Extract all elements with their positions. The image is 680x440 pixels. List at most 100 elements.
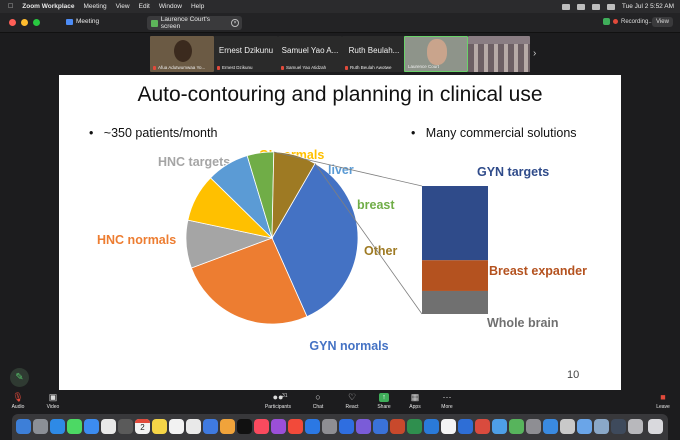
pie-label-hnc-targets: HNC targets xyxy=(158,155,230,169)
view-button[interactable]: View xyxy=(652,17,673,27)
notes-icon[interactable] xyxy=(152,419,167,434)
gallery-next-icon[interactable]: › xyxy=(533,48,537,59)
participant-tile-1[interactable]: Afua Adutwumwaa Yo... xyxy=(150,36,214,72)
powerpoint-icon[interactable] xyxy=(390,419,405,434)
excel-icon[interactable] xyxy=(407,419,422,434)
zoom-status-icon[interactable] xyxy=(561,3,570,10)
podcasts-icon[interactable] xyxy=(271,419,286,434)
close-window-button[interactable] xyxy=(9,19,16,26)
pie-label-gyn-normals: GYN normals xyxy=(309,339,388,353)
bar-segment-whole-brain xyxy=(422,290,488,314)
keynote-icon[interactable] xyxy=(203,419,218,434)
desktop-stack-icon[interactable] xyxy=(611,419,626,434)
screen-share-icon xyxy=(151,19,158,27)
participant-tile-6[interactable] xyxy=(468,36,530,72)
leave-button[interactable]: ■Leave xyxy=(645,393,680,411)
apple-icon[interactable]:  xyxy=(8,3,13,10)
screen-share-pill[interactable]: Laurence Court's screen × xyxy=(147,16,242,30)
safari-icon[interactable] xyxy=(50,419,65,434)
recording-dot-icon xyxy=(613,19,618,24)
chat-button[interactable]: ○Chat xyxy=(300,393,336,411)
menu-window[interactable]: Window xyxy=(153,3,182,10)
freeform-icon[interactable] xyxy=(186,419,201,434)
mail-icon[interactable] xyxy=(84,419,99,434)
connector-line-bottom xyxy=(314,163,423,315)
battery-icon[interactable] xyxy=(576,3,585,10)
participant-photo xyxy=(427,39,447,65)
pie-label-liver: liver xyxy=(328,163,354,177)
participant-name: Ruth Beulah Awotwe xyxy=(345,65,391,70)
app-icon[interactable] xyxy=(560,419,575,434)
launchpad-icon[interactable] xyxy=(33,419,48,434)
pie-label-breast: breast xyxy=(357,198,395,212)
share-button[interactable]: ↑Share xyxy=(377,393,391,410)
zoom-window-button[interactable] xyxy=(33,19,40,26)
muted-mic-icon xyxy=(153,65,156,70)
calendar-icon[interactable]: 2 xyxy=(135,419,150,434)
muted-mic-icon: 🎙 xyxy=(12,392,24,402)
participant-tile-5[interactable]: Laurence Court xyxy=(404,36,468,72)
macos-dock: 2 xyxy=(12,414,668,440)
close-share-icon[interactable]: × xyxy=(231,19,239,27)
word-icon[interactable] xyxy=(373,419,388,434)
trash-icon[interactable] xyxy=(648,419,663,434)
photos-icon[interactable] xyxy=(101,419,116,434)
participant-tile-2[interactable]: Ernest Dzikunu Ernest Dzikunu xyxy=(214,36,278,72)
bar-segment-breast-expander xyxy=(422,260,488,291)
participant-display-name: Samuel Yao A... xyxy=(281,46,339,55)
utility-icon[interactable] xyxy=(526,419,541,434)
music-icon[interactable] xyxy=(254,419,269,434)
news-icon[interactable] xyxy=(288,419,303,434)
minimize-window-button[interactable] xyxy=(21,19,28,26)
security-shield-icon[interactable] xyxy=(603,18,610,25)
menu-help[interactable]: Help xyxy=(185,3,204,10)
control-center-icon[interactable] xyxy=(606,3,615,10)
preview-icon[interactable] xyxy=(492,419,507,434)
apps-button[interactable]: ▦Apps xyxy=(397,392,433,411)
facetime-green-icon[interactable] xyxy=(509,419,524,434)
document-stack-icon[interactable] xyxy=(628,419,643,434)
participant-tile-3[interactable]: Samuel Yao A... Samuel Yao Atidzah xyxy=(278,36,342,72)
menubar-datetime[interactable]: Tue Jul 2 5:52 AM xyxy=(621,3,674,10)
apps-icon: ▦ xyxy=(410,392,420,402)
vscode-icon[interactable] xyxy=(458,419,473,434)
wifi-icon[interactable] xyxy=(591,3,600,10)
menu-edit[interactable]: Edit xyxy=(133,3,150,10)
participants-count: 31 xyxy=(282,393,288,399)
finder-icon[interactable] xyxy=(16,419,31,434)
messages-icon[interactable] xyxy=(67,419,82,434)
downloads-folder-icon[interactable] xyxy=(577,419,592,434)
menubar-status-area: Tue Jul 2 5:52 AM xyxy=(561,0,674,13)
app-store-icon[interactable] xyxy=(305,419,320,434)
menu-meeting[interactable]: Meeting xyxy=(78,3,107,10)
audio-button[interactable]: 🎙Audio xyxy=(0,392,36,411)
menu-view[interactable]: View xyxy=(110,3,130,10)
share-arrow-icon: ↑ xyxy=(379,393,389,402)
acrobat-icon[interactable] xyxy=(475,419,490,434)
connector-line-top xyxy=(273,151,423,187)
recent-items-icon[interactable] xyxy=(594,419,609,434)
files-icon[interactable] xyxy=(543,419,558,434)
participant-display-name: Ruth Beulah... xyxy=(348,46,400,55)
facetime-icon[interactable] xyxy=(118,419,133,434)
recording-label: Recording... xyxy=(621,18,654,25)
system-settings-icon[interactable] xyxy=(322,419,337,434)
chrome-icon[interactable] xyxy=(441,419,456,434)
outlook-icon[interactable] xyxy=(424,419,439,434)
react-button[interactable]: ♡React xyxy=(334,393,370,411)
pie-slice-hnc-normals xyxy=(190,237,308,325)
participant-tile-4[interactable]: Ruth Beulah... Ruth Beulah Awotwe xyxy=(342,36,406,72)
teams-icon[interactable] xyxy=(356,419,371,434)
recording-indicator[interactable]: Recording... xyxy=(603,18,653,25)
reminders-icon[interactable] xyxy=(169,419,184,434)
zoom-icon[interactable] xyxy=(339,419,354,434)
apple-tv-icon[interactable] xyxy=(237,419,252,434)
annotate-pencil-icon[interactable]: ✎ xyxy=(10,368,29,387)
menu-app-name[interactable]: Zoom Workplace xyxy=(17,3,74,10)
video-button[interactable]: ▣Video xyxy=(35,393,71,411)
muted-mic-icon xyxy=(345,65,348,70)
pages-icon[interactable] xyxy=(220,419,235,434)
more-button[interactable]: ⋯More xyxy=(429,393,465,411)
